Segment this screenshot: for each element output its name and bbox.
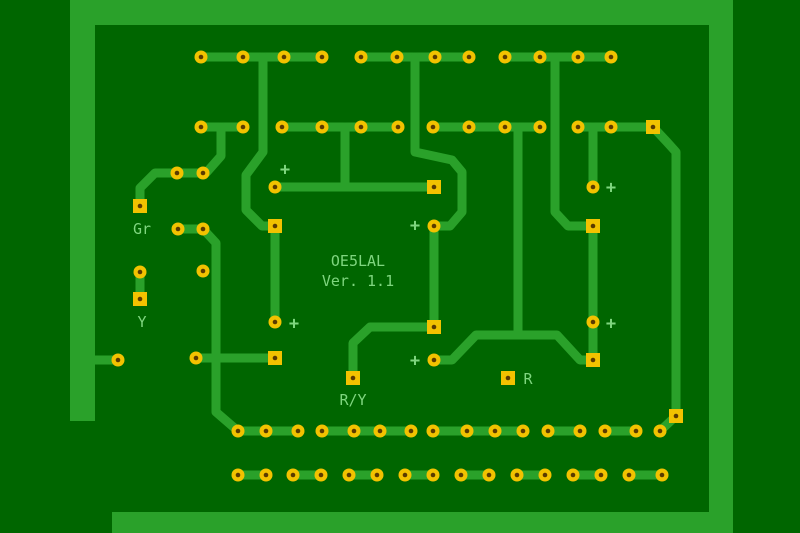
drill-hole [505, 375, 511, 381]
drill-hole [198, 54, 204, 60]
board-title: OE5LAL [331, 252, 385, 270]
plus-marker: + [289, 314, 299, 334]
drill-hole [281, 54, 287, 60]
drill-hole [402, 472, 408, 478]
drill-hole [431, 324, 437, 330]
drill-hole [374, 472, 380, 478]
drill-hole [358, 54, 364, 60]
drill-hole [608, 54, 614, 60]
drill-hole [659, 472, 665, 478]
drill-hole [590, 223, 596, 229]
drill-hole [235, 472, 241, 478]
drill-hole [319, 124, 325, 130]
drill-hole [377, 428, 383, 434]
drill-hole [272, 223, 278, 229]
drill-hole [590, 357, 596, 363]
drill-hole [542, 472, 548, 478]
label-ry: R/Y [339, 391, 366, 409]
drill-hole [358, 124, 364, 130]
drill-hole [174, 170, 180, 176]
drill-hole [598, 472, 604, 478]
drill-hole [431, 184, 437, 190]
drill-hole [175, 226, 181, 232]
drill-hole [240, 54, 246, 60]
drill-hole [319, 54, 325, 60]
drill-hole [466, 54, 472, 60]
plus-marker: + [606, 314, 616, 334]
drill-hole [626, 472, 632, 478]
plus-marker: + [280, 160, 290, 180]
drill-hole [673, 413, 679, 419]
drill-hole [272, 184, 278, 190]
drill-hole [537, 54, 543, 60]
drill-hole [137, 203, 143, 209]
copper-traces [90, 52, 681, 480]
drill-hole [115, 357, 121, 363]
drill-hole [464, 428, 470, 434]
drill-hole [430, 124, 436, 130]
drill-hole [430, 472, 436, 478]
label-gr: Gr [133, 220, 151, 238]
drill-hole [577, 428, 583, 434]
drill-hole [514, 472, 520, 478]
drill-hole [650, 124, 656, 130]
drill-hole [290, 472, 296, 478]
drill-hole [633, 428, 639, 434]
label-r: R [523, 370, 533, 388]
drill-hole [235, 428, 241, 434]
ground-frame [70, 0, 733, 533]
drill-hole [608, 124, 614, 130]
drill-hole [590, 319, 596, 325]
drill-hole [466, 124, 472, 130]
drill-hole [319, 428, 325, 434]
drill-hole [193, 355, 199, 361]
drill-hole [279, 124, 285, 130]
drill-hole [263, 428, 269, 434]
drill-hole [240, 124, 246, 130]
drill-hole [137, 269, 143, 275]
drill-hole [295, 428, 301, 434]
plus-marker: + [410, 351, 420, 371]
drill-hole [502, 54, 508, 60]
drill-hole [657, 428, 663, 434]
solder-pads [111, 50, 683, 482]
drill-hole [351, 428, 357, 434]
plus-marker: + [410, 216, 420, 236]
silkscreen: OE5LAL Ver. 1.1 Gr Y R/Y R + + + + + + [133, 160, 616, 409]
drill-hole [395, 124, 401, 130]
drill-hole [430, 428, 436, 434]
drill-hole [431, 357, 437, 363]
drill-hole [137, 296, 143, 302]
drill-hole [350, 375, 356, 381]
drill-hole [263, 472, 269, 478]
drill-hole [408, 428, 414, 434]
drill-hole [492, 428, 498, 434]
drill-hole [570, 472, 576, 478]
drill-hole [318, 472, 324, 478]
drill-hole [200, 268, 206, 274]
drill-hole [272, 319, 278, 325]
drill-hole [394, 54, 400, 60]
drill-hole [346, 472, 352, 478]
drill-hole [198, 124, 204, 130]
drill-hole [432, 54, 438, 60]
drill-hole [545, 428, 551, 434]
drill-hole [575, 124, 581, 130]
drill-hole [590, 184, 596, 190]
drill-hole [431, 223, 437, 229]
drill-hole [502, 124, 508, 130]
drill-hole [458, 472, 464, 478]
board-version: Ver. 1.1 [322, 272, 394, 290]
drill-hole [575, 54, 581, 60]
drill-hole [272, 355, 278, 361]
label-y: Y [137, 313, 146, 331]
plus-marker: + [606, 178, 616, 198]
drill-hole [537, 124, 543, 130]
drill-hole [602, 428, 608, 434]
drill-hole [200, 226, 206, 232]
drill-hole [520, 428, 526, 434]
drill-hole [486, 472, 492, 478]
drill-hole [200, 170, 206, 176]
